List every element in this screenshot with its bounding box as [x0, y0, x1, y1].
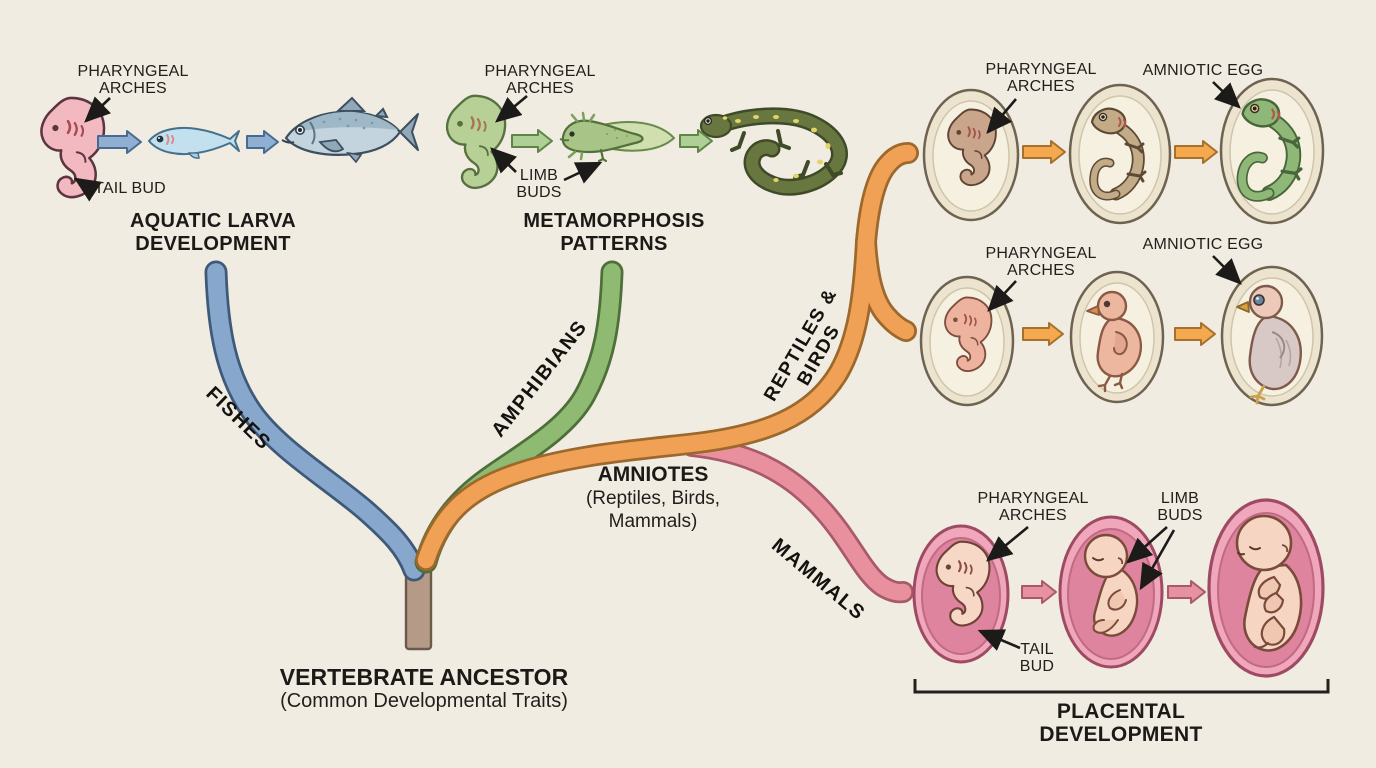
- fetus-late-icon: [1235, 514, 1303, 652]
- birds-pharyngeal-arrow: [987, 280, 1017, 312]
- reptile-egg-stage-3: [1219, 77, 1325, 225]
- amniotes-node-title: AMNIOTES: [597, 463, 709, 486]
- bird-egg-stage-2: [1069, 270, 1165, 404]
- metamorphosis-patterns-title: METAMORPHOSIS PATTERNS: [523, 210, 705, 255]
- gecko-embryo-icon: [1089, 107, 1147, 201]
- mammals-limbbud-arrow-2: [1139, 529, 1176, 591]
- mammals-pharyngeal-arches-label: PHARYNGEAL ARCHES: [977, 490, 1089, 524]
- aquatic-larva-development-title: AQUATIC LARVA DEVELOPMENT: [129, 210, 297, 255]
- birds-pharyngeal-arches-label: PHARYNGEAL ARCHES: [985, 245, 1097, 279]
- reptiles-amniotic-egg-label: AMNIOTIC EGG: [1142, 62, 1264, 79]
- birds-amniotic-egg-label: AMNIOTIC EGG: [1142, 236, 1264, 253]
- fishes-tailbud-arrow: [73, 177, 103, 202]
- reptiles-amniotic-egg-arrow: [1212, 81, 1241, 109]
- reptile-egg-stage-2: [1068, 83, 1172, 225]
- mammals-tailbud-arrow: [977, 629, 1021, 651]
- amphibians-limbbud-arrow-larva: [563, 161, 603, 184]
- fish-stage-arrows: [97, 130, 279, 154]
- uterus-stage-1: [912, 524, 1010, 664]
- mammals-limb-buds-label: LIMB BUDS: [1157, 490, 1203, 524]
- late-chick-embryo-icon: [1236, 284, 1302, 405]
- mammal-stage-arrows: [1021, 580, 1206, 604]
- amphibians-limb-buds-label: LIMB BUDS: [516, 167, 562, 201]
- amniote-stage-arrows: [1022, 140, 1218, 346]
- vertebrate-ancestor-subtitle: (Common Developmental Traits): [280, 690, 568, 712]
- mammals-branch: [681, 435, 914, 604]
- chick-embryo-icon: [1086, 290, 1143, 393]
- amphibian-embryo-icon: [447, 95, 506, 188]
- mammals-limbbud-arrow-1: [1126, 526, 1168, 564]
- bird-egg-stage-1: [919, 275, 1015, 407]
- lizard-embryo-icon: [1236, 98, 1303, 202]
- annotation-arrows: [73, 81, 1242, 651]
- fishes-pharyngeal-arches-label: PHARYNGEAL ARCHES: [77, 63, 189, 97]
- uterus-stage-2: [1058, 515, 1164, 669]
- mammals-tail-bud-label: TAIL BUD: [1019, 641, 1055, 675]
- reptile-egg-stage-1: [922, 88, 1020, 222]
- fish-larva-icon: [148, 126, 240, 159]
- adult-fish-icon: [281, 96, 419, 164]
- axolotl-larva-icon: [559, 111, 676, 163]
- amniotes-node-subtitle: (Reptiles, Birds, Mammals): [585, 488, 721, 532]
- reptiles-birds-branch: [415, 142, 919, 571]
- birds-amniotic-egg-arrow: [1212, 255, 1242, 285]
- amphibians-limbbud-arrow-embryo: [490, 147, 517, 174]
- fetus-mid-icon: [1083, 533, 1139, 637]
- fishes-branch: [204, 260, 426, 582]
- reptiles-pharyngeal-arches-label: PHARYNGEAL ARCHES: [985, 61, 1097, 95]
- placental-bracket: [913, 679, 1330, 694]
- amphibians-pharyngeal-arrow: [495, 95, 528, 123]
- uterus-stage-3: [1207, 498, 1325, 678]
- placental-development-title: PLACENTAL DEVELOPMENT: [1039, 700, 1203, 746]
- bird-egg-stage-3: [1220, 265, 1324, 407]
- salamander-icon: [699, 107, 848, 196]
- vertebrate-ancestor-title: VERTEBRATE ANCESTOR: [279, 664, 569, 690]
- amphibians-pharyngeal-arches-label: PHARYNGEAL ARCHES: [484, 63, 596, 97]
- mammals-pharyngeal-arrow: [985, 525, 1029, 562]
- fishes-pharyngeal-arrow: [84, 96, 111, 123]
- amphibian-stage-arrows: [511, 129, 713, 153]
- fishes-tail-bud-label: TAIL BUD: [94, 180, 166, 197]
- reptiles-pharyngeal-arrow: [986, 98, 1017, 134]
